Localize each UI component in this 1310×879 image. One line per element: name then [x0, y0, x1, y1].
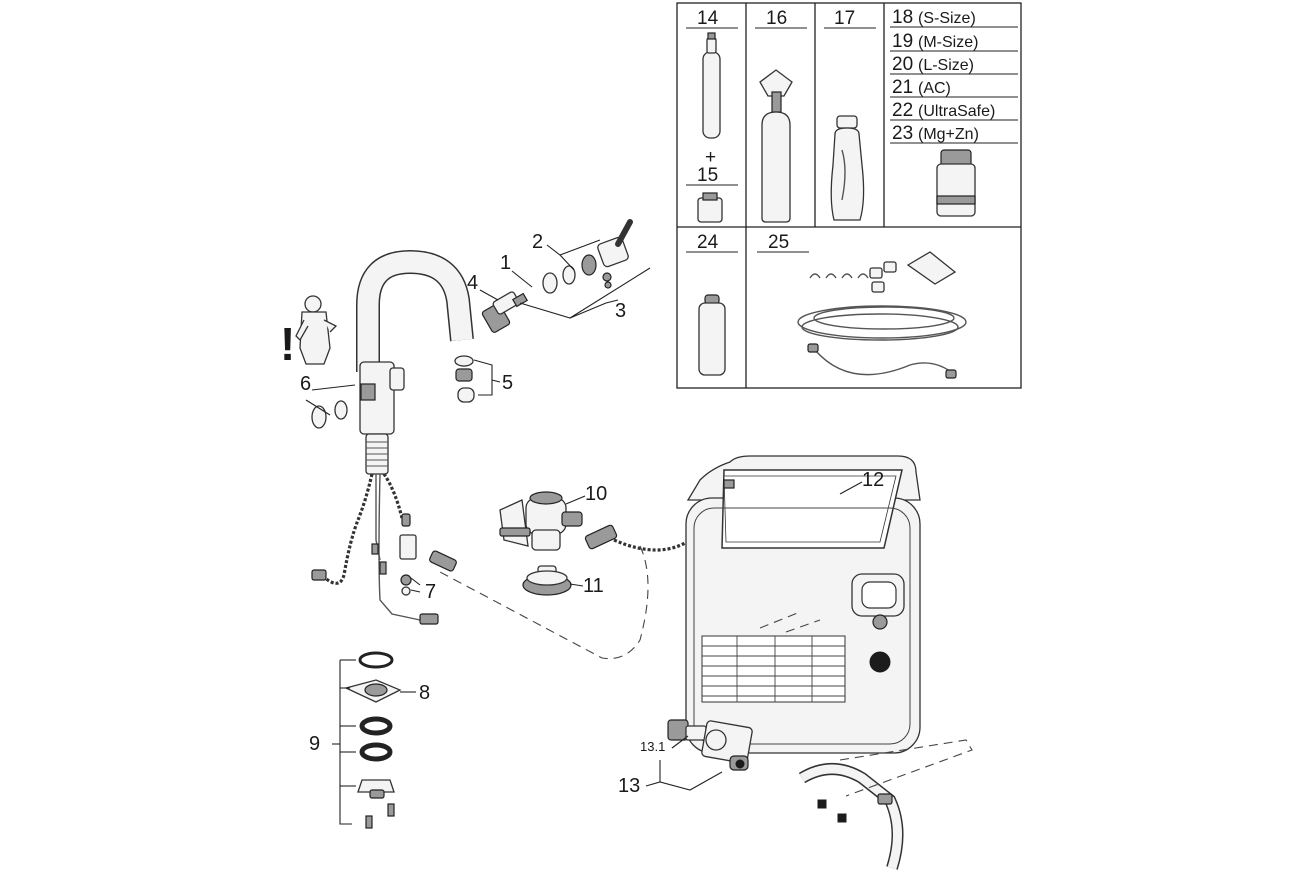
size-21-text: (AC)	[918, 80, 951, 97]
size-23-num: 23	[892, 123, 913, 144]
filter-head	[499, 491, 618, 596]
callout-11: 11	[583, 575, 604, 597]
mounting-strap	[798, 739, 973, 870]
cell-25-label: 25	[768, 232, 789, 253]
accessory-table: 14 + 15 16 17 18	[676, 2, 1022, 389]
size-18-num: 18	[892, 7, 913, 28]
size-19-num: 19	[892, 31, 913, 52]
cell-17-label: 17	[834, 8, 855, 29]
valve-13	[667, 719, 753, 771]
callout-4: 4	[467, 272, 478, 294]
callout-10: 10	[585, 483, 607, 505]
callout-12: 12	[862, 469, 884, 491]
co2-cylinder-icon	[759, 69, 793, 223]
mounting-kit	[344, 651, 402, 829]
size-19-text: (M-Size)	[918, 34, 978, 51]
callout-labels: 1 2 3 4 5 6 7 8 9 10 11 12 13 13.1	[300, 231, 884, 797]
plumber-warning-icon: !	[280, 295, 338, 370]
filter-cartridge-icon	[936, 149, 976, 217]
cell-15-label: 15	[697, 165, 718, 186]
callout-13: 13	[618, 775, 640, 797]
handle-assembly	[481, 219, 633, 333]
callout-6: 6	[300, 373, 311, 395]
size-22-num: 22	[892, 100, 913, 121]
callout-leaders	[305, 239, 863, 825]
installation-kit-icon	[797, 251, 967, 379]
filter-size-list: 18 (S-Size) 19 (M-Size) 20 (L-Size) 21 (…	[890, 7, 1018, 144]
callout-7: 7	[425, 581, 436, 603]
plus-label: +	[705, 147, 716, 168]
size-18-text: (S-Size)	[918, 10, 976, 27]
size-22-text: (UltraSafe)	[918, 103, 995, 120]
callout-5: 5	[502, 372, 513, 394]
aerator-parts	[454, 355, 475, 403]
lever-seal-parts	[311, 400, 348, 429]
water-bottle-icon	[830, 115, 865, 221]
faucet-body	[311, 249, 474, 625]
callout-8: 8	[419, 682, 430, 704]
cell-16-label: 16	[766, 8, 787, 29]
co2-cylinder-icon	[702, 32, 721, 139]
size-20-text: (L-Size)	[918, 57, 974, 74]
size-21-num: 21	[892, 77, 913, 98]
chiller-unit-icon	[685, 455, 921, 754]
callout-3: 3	[615, 300, 626, 322]
cell-14-label: 14	[697, 8, 719, 29]
callout-1: 1	[500, 252, 511, 274]
adapter-icon	[697, 192, 723, 223]
callout-2: 2	[532, 231, 543, 253]
size-20-num: 20	[892, 54, 913, 75]
size-23-text: (Mg+Zn)	[918, 126, 979, 143]
cell-24-label: 24	[697, 232, 719, 253]
warning-mark: !	[280, 318, 295, 370]
callout-9: 9	[309, 733, 320, 755]
callout-13-1: 13.1	[640, 739, 665, 754]
bottle-icon	[698, 294, 726, 376]
